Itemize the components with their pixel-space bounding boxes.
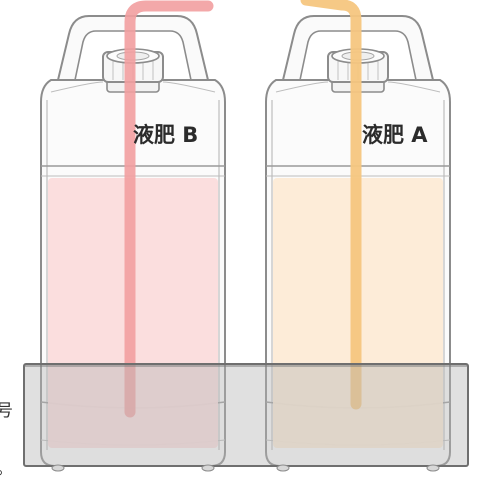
tray: [23, 363, 469, 467]
label-a: 液肥 A: [362, 123, 428, 147]
edge-text-fragment-1: 号: [0, 401, 13, 421]
label-b: 液肥 B: [133, 123, 198, 147]
edge-text-fragment-2: 。: [0, 454, 13, 479]
tube-a: [300, 0, 362, 410]
tube-b: [124, 0, 214, 418]
